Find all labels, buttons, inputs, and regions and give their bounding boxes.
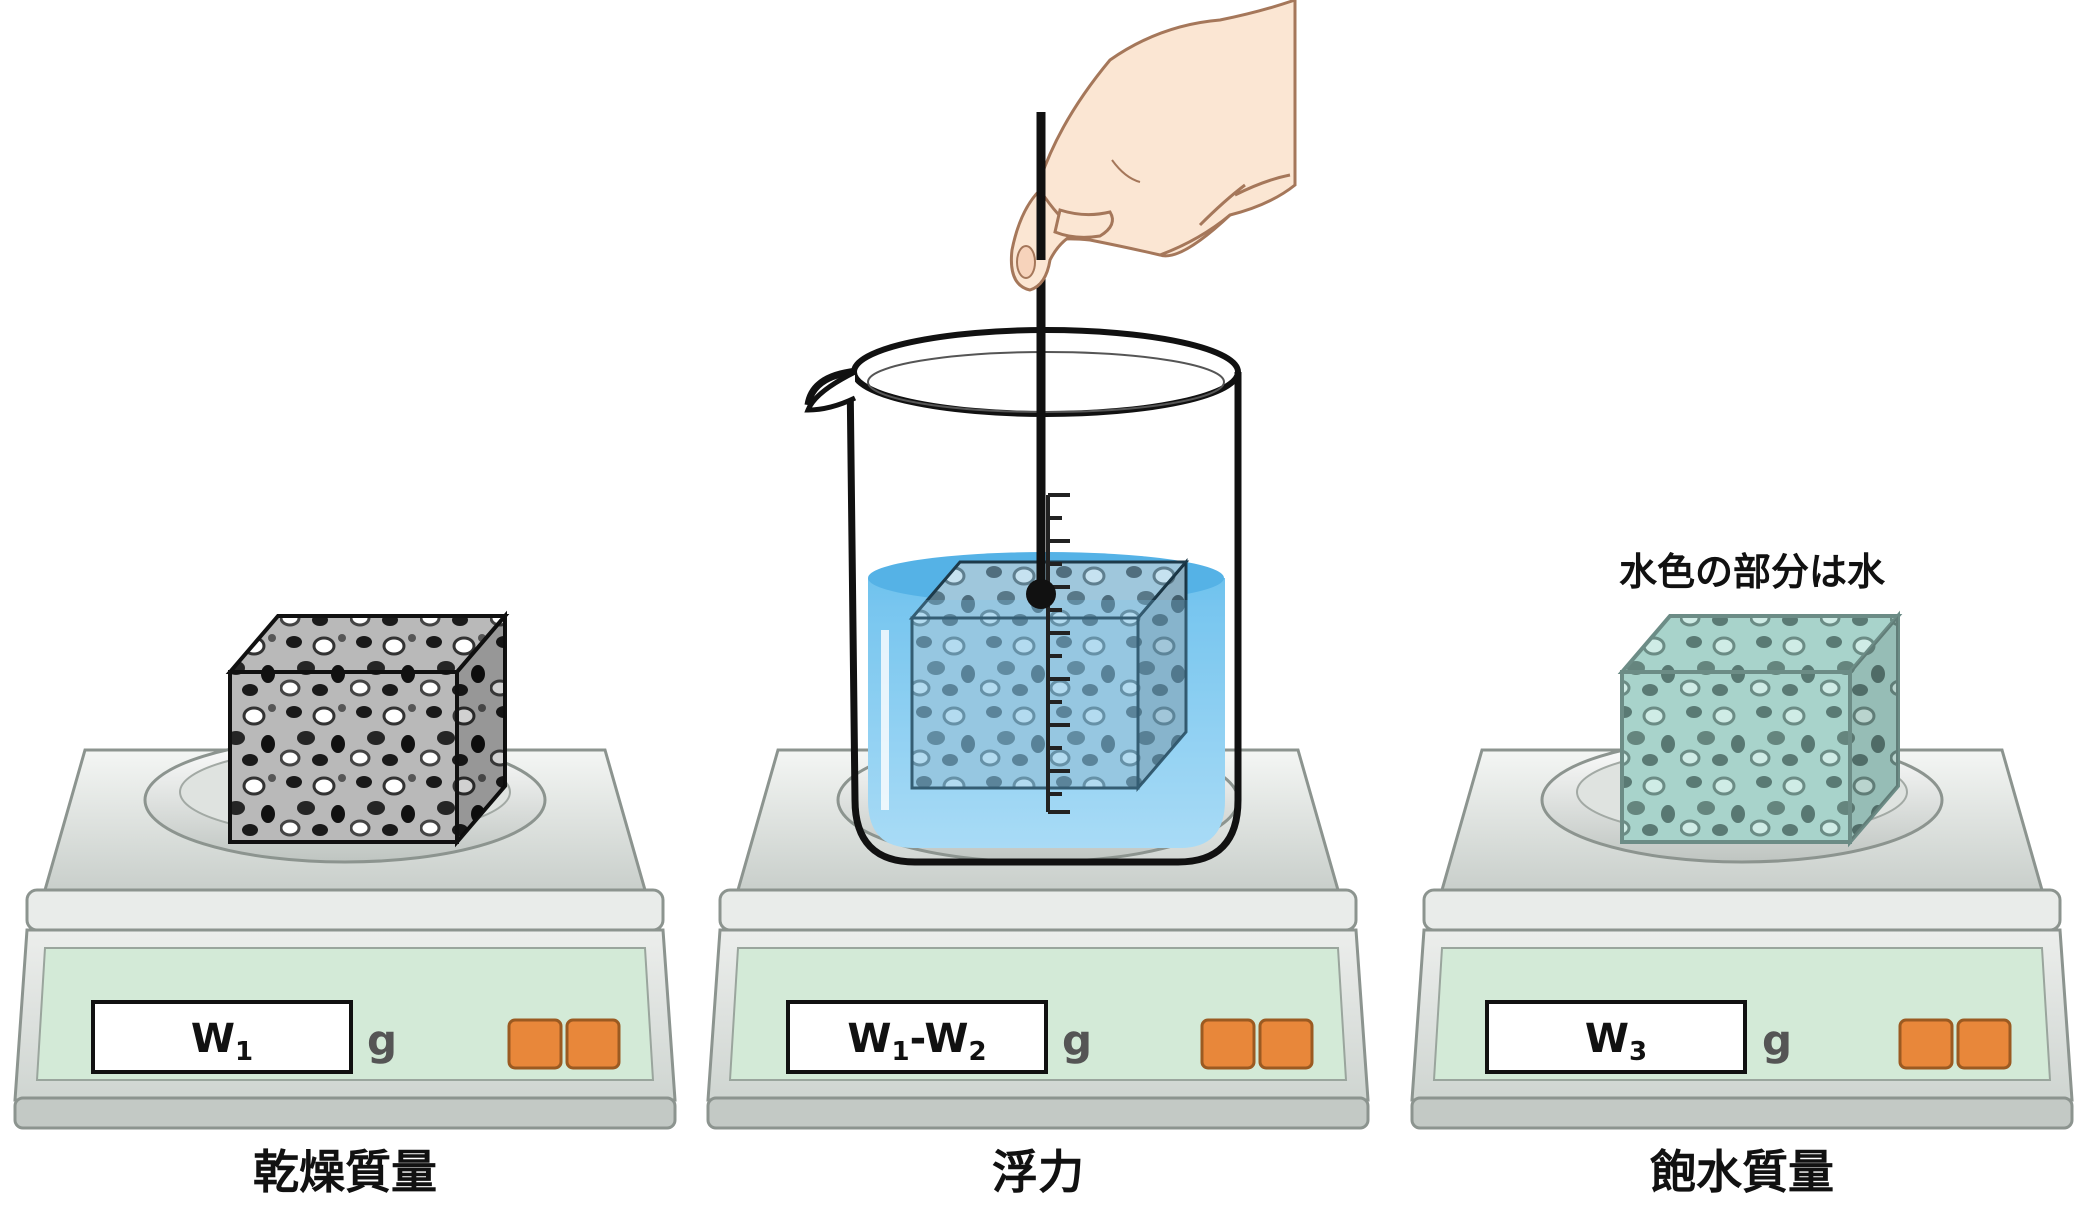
- station-saturated: W3 g 水色の部分は水 飽水質量: [1410, 550, 2074, 1199]
- unit-dry: g: [367, 1016, 397, 1065]
- dry-sample-cube: [225, 610, 510, 848]
- display-buoyancy-separator: -: [910, 1016, 925, 1062]
- beaker: [804, 327, 1242, 866]
- hand: [1009, 0, 1297, 292]
- caption-dry: 乾燥質量: [253, 1145, 437, 1199]
- scale-saturated: W3 g: [1410, 736, 2074, 1130]
- submerged-sample-cube: [908, 557, 1190, 793]
- scale-button-dry-2[interactable]: [565, 1018, 621, 1070]
- display-buoyancy-w1-main: W: [847, 1016, 891, 1062]
- station-dry: W1 g 乾燥質量: [13, 610, 677, 1199]
- scale-button-saturated-2[interactable]: [1956, 1018, 2012, 1070]
- display-buoyancy-w2-sub: 2: [969, 1037, 987, 1067]
- display-dry: W1: [91, 1000, 353, 1074]
- scale-button-saturated-1[interactable]: [1898, 1018, 1954, 1070]
- display-saturated: W3: [1485, 1000, 1747, 1074]
- station-buoyancy: W1-W2 g: [706, 0, 1370, 1199]
- rod-tip: [1026, 579, 1056, 609]
- scale-dry: W1 g: [13, 736, 677, 1130]
- display-buoyancy-w2-main: W: [924, 1016, 968, 1062]
- svg-text:W1-W2: W1-W2: [847, 1016, 986, 1067]
- svg-text:W3: W3: [1585, 1016, 1647, 1067]
- caption-buoyancy: 浮力: [992, 1145, 1084, 1199]
- water-color-note: 水色の部分は水: [1619, 550, 1886, 594]
- scale-button-buoyancy-1[interactable]: [1200, 1018, 1256, 1070]
- scale-buoyancy: W1-W2 g: [706, 736, 1370, 1130]
- display-buoyancy-w1-sub: 1: [892, 1037, 910, 1067]
- display-buoyancy: W1-W2: [786, 1000, 1048, 1074]
- display-dry-main: W: [191, 1016, 235, 1062]
- display-saturated-main: W: [1585, 1016, 1629, 1062]
- beaker-graduations: [1046, 493, 1070, 814]
- svg-text:W1: W1: [191, 1016, 253, 1067]
- scale-button-buoyancy-2[interactable]: [1258, 1018, 1314, 1070]
- unit-buoyancy: g: [1062, 1016, 1092, 1065]
- display-dry-sub: 1: [235, 1037, 253, 1067]
- display-saturated-sub: 3: [1629, 1037, 1647, 1067]
- scale-button-dry-1[interactable]: [507, 1018, 563, 1070]
- caption-saturated: 飽水質量: [1650, 1145, 1834, 1199]
- unit-saturated: g: [1762, 1016, 1792, 1065]
- saturated-sample-cube: [1617, 610, 1903, 848]
